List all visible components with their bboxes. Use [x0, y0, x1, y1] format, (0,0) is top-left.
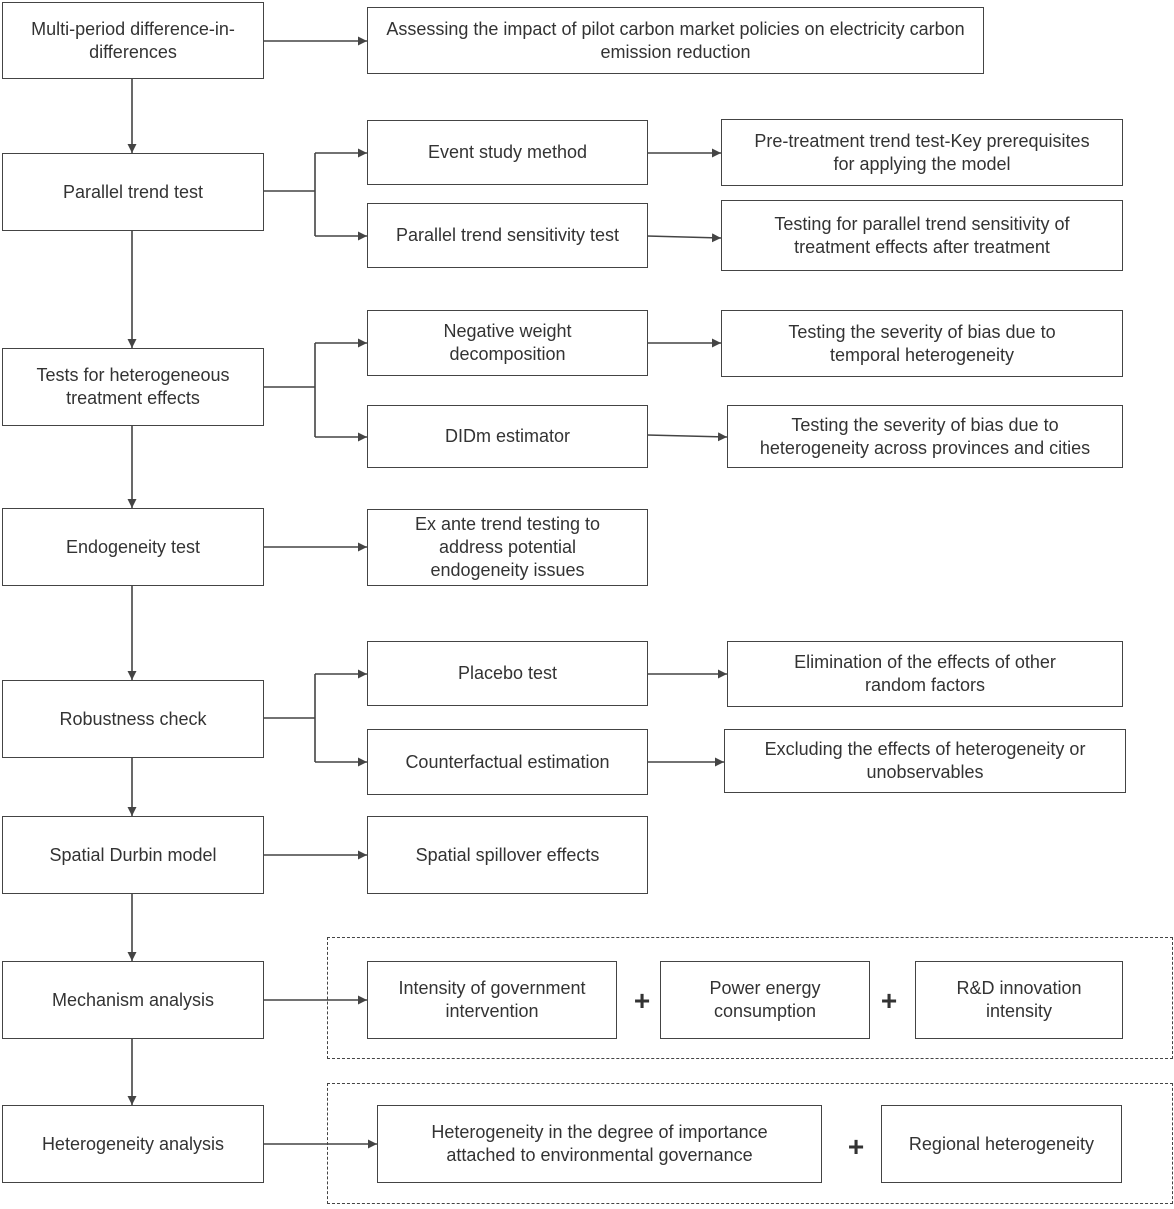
node-ex-ante-trend: Ex ante trend testing to address potenti… — [367, 509, 648, 586]
arrow-didm-to-province — [646, 432, 728, 442]
node-spatial-spillover: Spatial spillover effects — [367, 816, 648, 894]
plus-sign-2: + — [880, 985, 898, 1016]
node-power-energy: Power energy consumption — [660, 961, 870, 1039]
fork-heterogeneous — [263, 343, 316, 437]
node-heterogeneous-effects: Tests for heterogeneous treatment effect… — [2, 348, 264, 426]
arrow-sensitivity-to-after — [646, 233, 722, 243]
node-regional-heterogeneity: Regional heterogeneity — [881, 1105, 1122, 1183]
node-robustness-check: Robustness check — [2, 680, 264, 758]
node-government-intervention: Intensity of government intervention — [367, 961, 617, 1039]
node-mechanism-analysis: Mechanism analysis — [2, 961, 264, 1039]
node-spatial-durbin: Spatial Durbin model — [2, 816, 264, 894]
node-placebo-test: Placebo test — [367, 641, 648, 706]
node-environmental-governance: Heterogeneity in the degree of importanc… — [377, 1105, 822, 1183]
node-event-study: Event study method — [367, 120, 648, 185]
node-sensitivity-after: Testing for parallel trend sensitivity o… — [721, 200, 1123, 271]
plus-sign-1: + — [633, 985, 651, 1016]
node-pre-treatment: Pre-treatment trend test-Key prerequisit… — [721, 119, 1123, 186]
mechanism-group — [327, 937, 1173, 1059]
node-assessing-impact: Assessing the impact of pilot carbon mar… — [367, 7, 984, 74]
node-parallel-sensitivity: Parallel trend sensitivity test — [367, 203, 648, 268]
node-didm-estimator: DIDm estimator — [367, 405, 648, 468]
node-unobservables: Excluding the effects of heterogeneity o… — [724, 729, 1126, 793]
fork-parallel-trend — [263, 153, 316, 236]
node-endogeneity-test: Endogeneity test — [2, 508, 264, 586]
node-parallel-trend-test: Parallel trend test — [2, 153, 264, 231]
node-random-factors: Elimination of the effects of other rand… — [727, 641, 1123, 707]
fork-robustness — [263, 674, 316, 762]
node-multi-period-did: Multi-period difference-in-differences — [2, 2, 264, 79]
node-negative-weight: Negative weight decomposition — [367, 310, 648, 376]
node-province-bias: Testing the severity of bias due to hete… — [727, 405, 1123, 468]
node-temporal-bias: Testing the severity of bias due to temp… — [721, 310, 1123, 377]
node-heterogeneity-analysis: Heterogeneity analysis — [2, 1105, 264, 1183]
plus-sign-3: + — [847, 1131, 865, 1162]
node-counterfactual: Counterfactual estimation — [367, 729, 648, 795]
node-rnd-intensity: R&D innovation intensity — [915, 961, 1123, 1039]
heterogeneity-group — [327, 1083, 1173, 1204]
